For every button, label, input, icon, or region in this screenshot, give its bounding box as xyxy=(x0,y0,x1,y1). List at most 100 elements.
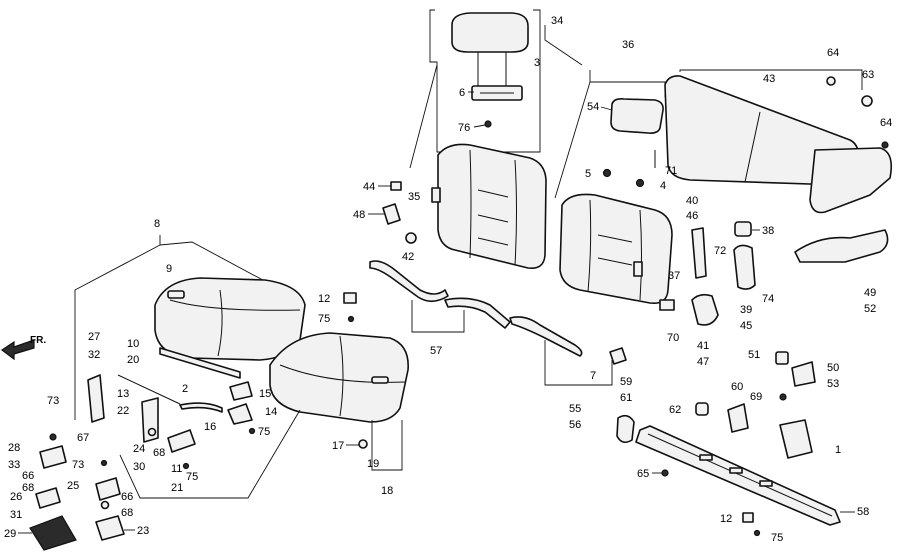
callout-73a: 73 xyxy=(47,395,59,407)
callout-65: 65 xyxy=(637,468,649,480)
callout-69: 69 xyxy=(750,391,762,403)
rear-panel-divider xyxy=(744,111,761,183)
front-direction-indicator: FR. xyxy=(0,335,46,361)
bracket-43 xyxy=(679,69,863,90)
cover-25 xyxy=(95,477,121,501)
callout-64a: 64 xyxy=(827,47,839,59)
bracket-36-left xyxy=(554,81,591,199)
cap-62 xyxy=(695,402,709,416)
callout-35: 35 xyxy=(408,191,420,203)
callout-30: 30 xyxy=(133,461,145,473)
seat-back-right xyxy=(554,70,673,305)
callout-39: 39 xyxy=(740,304,752,316)
belt-57a xyxy=(369,260,449,303)
screw-64b-icon xyxy=(881,141,889,149)
callout-16: 16 xyxy=(204,421,216,433)
rail-58-edge xyxy=(647,433,833,517)
callout-63: 63 xyxy=(862,69,874,81)
bracket-1 xyxy=(779,419,813,459)
callout-36: 36 xyxy=(622,39,634,51)
slot-2 xyxy=(729,467,743,474)
clip-12b xyxy=(742,512,754,523)
callout-74: 74 xyxy=(762,293,774,305)
seat-back-right-stitch-1 xyxy=(597,234,633,243)
callout-44: 44 xyxy=(363,181,375,193)
seat-back-right-seam-2 xyxy=(639,209,642,301)
seat-cushion-19-seam-1 xyxy=(279,364,406,383)
cap-42 xyxy=(405,232,417,244)
headrest-54 xyxy=(610,98,664,134)
seat-back-right-body xyxy=(559,193,673,305)
callout-8: 8 xyxy=(154,218,160,230)
callout-23: 23 xyxy=(137,525,149,537)
tag-9 xyxy=(167,290,185,299)
callout-46: 46 xyxy=(686,210,698,222)
callout-25: 25 xyxy=(67,480,79,492)
screw-64a-icon xyxy=(826,76,836,86)
callout-68c: 68 xyxy=(121,507,133,519)
headrest-bracket xyxy=(429,9,541,153)
hinge-48 xyxy=(382,203,401,225)
callout-71: 71 xyxy=(665,165,677,177)
front-arrow-icon xyxy=(0,339,35,361)
seat-back-left-stitch-3 xyxy=(477,237,509,246)
callout-11: 11 xyxy=(171,463,182,475)
callout-3: 3 xyxy=(534,57,540,69)
callout-1: 1 xyxy=(835,444,841,456)
cap-63-icon xyxy=(861,95,873,107)
rear-panel xyxy=(664,69,893,214)
bracket-57 xyxy=(411,300,465,333)
seat-back-left-stitch-2 xyxy=(477,214,509,223)
clip-44 xyxy=(390,181,402,191)
callout-26: 26 xyxy=(10,491,22,503)
callout-45: 45 xyxy=(740,320,752,332)
callout-54: 54 xyxy=(587,101,599,113)
seat-back-left-body xyxy=(437,143,547,270)
cover-26 xyxy=(35,487,61,509)
callout-76: 76 xyxy=(458,122,470,134)
bolt-69-icon xyxy=(779,393,787,401)
callout-50: 50 xyxy=(827,362,839,374)
callout-34: 34 xyxy=(551,15,563,27)
callout-15: 15 xyxy=(259,388,271,400)
latch-parts xyxy=(659,221,889,387)
bolt-73b-icon xyxy=(100,459,108,467)
callout-32: 32 xyxy=(88,349,100,361)
front-label: FR. xyxy=(30,335,46,346)
callout-41: 41 xyxy=(697,340,709,352)
nut-68c-icon xyxy=(100,500,110,510)
callout-72: 72 xyxy=(714,245,726,257)
anchor-59 xyxy=(609,347,627,365)
callout-55: 55 xyxy=(569,403,581,415)
callout-66a: 66 xyxy=(22,470,34,482)
callout-60: 60 xyxy=(731,381,743,393)
callout-59: 59 xyxy=(620,376,632,388)
callout-29: 29 xyxy=(4,528,16,540)
bracket-27 xyxy=(87,374,105,423)
tag-19 xyxy=(371,376,389,384)
callout-42: 42 xyxy=(402,251,414,263)
cover-38 xyxy=(734,221,752,237)
cover-29 xyxy=(29,515,77,551)
seat-back-right-stitch-2 xyxy=(597,257,633,266)
callout-leaders xyxy=(18,91,855,534)
cover-39 xyxy=(733,244,756,290)
bracket-34 xyxy=(544,25,583,66)
callout-labels: 34 3 6 76 36 54 64 63 43 64 5 71 4 44 35… xyxy=(4,15,892,544)
seat-cushion-seam-2 xyxy=(217,289,223,357)
seat-back-left-stitch-1 xyxy=(477,189,509,198)
release-knob-35 xyxy=(431,187,441,203)
callout-52: 52 xyxy=(864,303,876,315)
rail-58-body xyxy=(635,425,841,526)
callout-37: 37 xyxy=(668,270,680,282)
bracket-8 xyxy=(74,235,161,420)
bolt-65-icon xyxy=(661,469,669,477)
callout-61: 61 xyxy=(620,392,632,404)
buckle-50 xyxy=(791,361,816,387)
hinge-40 xyxy=(691,227,707,279)
callout-24: 24 xyxy=(133,443,145,455)
callout-48: 48 xyxy=(353,209,365,221)
callout-75a: 75 xyxy=(318,313,330,325)
callout-49: 49 xyxy=(864,287,876,299)
